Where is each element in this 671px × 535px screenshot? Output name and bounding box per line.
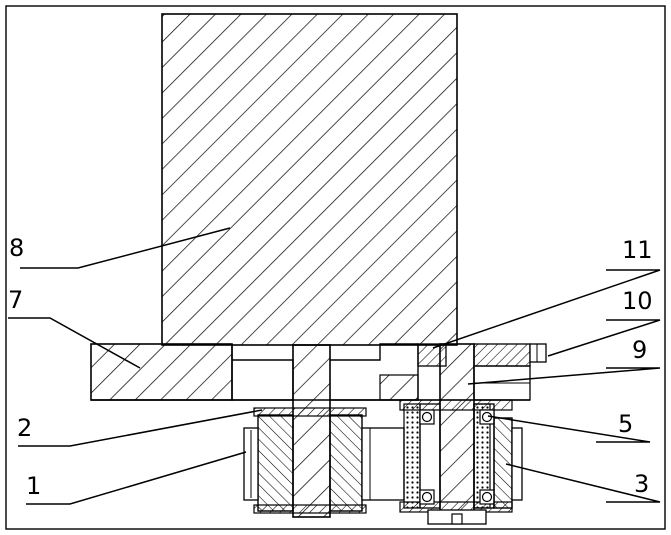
gear-hub-bottom bbox=[253, 504, 367, 514]
part-1-gear-right bbox=[329, 414, 363, 512]
leader-lines bbox=[8, 227, 661, 505]
drawing-frame bbox=[5, 5, 666, 530]
leader-line-3 bbox=[505, 463, 661, 503]
leader-line-8 bbox=[20, 227, 231, 269]
callout-3: 3 bbox=[634, 470, 649, 498]
leader-line-1 bbox=[26, 451, 247, 505]
callout-11: 11 bbox=[622, 236, 653, 264]
middle-connector bbox=[361, 427, 405, 501]
leader-line-5 bbox=[487, 415, 651, 443]
part-9-right-shaft bbox=[439, 343, 475, 517]
callout-9: 9 bbox=[632, 336, 647, 364]
callout-10: 10 bbox=[622, 287, 653, 315]
base-plate-right-hatch bbox=[379, 374, 419, 401]
callout-7: 7 bbox=[8, 286, 23, 314]
callout-8: 8 bbox=[9, 234, 24, 262]
callout-5: 5 bbox=[618, 410, 633, 438]
base-plate-cavity-outline bbox=[231, 344, 294, 401]
leader-line-9 bbox=[467, 367, 661, 385]
bearing-ball bbox=[421, 411, 433, 423]
shaft-bottom-pin bbox=[451, 513, 463, 525]
leader-line-11 bbox=[432, 269, 661, 349]
leader-line-10 bbox=[547, 319, 661, 357]
bearing-ball bbox=[421, 491, 433, 503]
part-11-collar bbox=[417, 343, 447, 367]
part-3-outer-ring bbox=[511, 427, 523, 501]
bearing-ball bbox=[481, 491, 493, 503]
part-10-bracket bbox=[473, 343, 531, 367]
leader-line-7 bbox=[8, 317, 141, 369]
part-3-gear bbox=[493, 417, 513, 509]
part-8-main-block bbox=[161, 13, 458, 346]
part-10-bolt bbox=[529, 343, 547, 363]
part-1-gear-left bbox=[257, 414, 294, 512]
callout-2: 2 bbox=[17, 414, 32, 442]
central-shaft bbox=[292, 344, 331, 518]
bearing-race-left bbox=[403, 403, 421, 509]
callout-1: 1 bbox=[26, 472, 41, 500]
leader-line-2 bbox=[18, 409, 263, 447]
